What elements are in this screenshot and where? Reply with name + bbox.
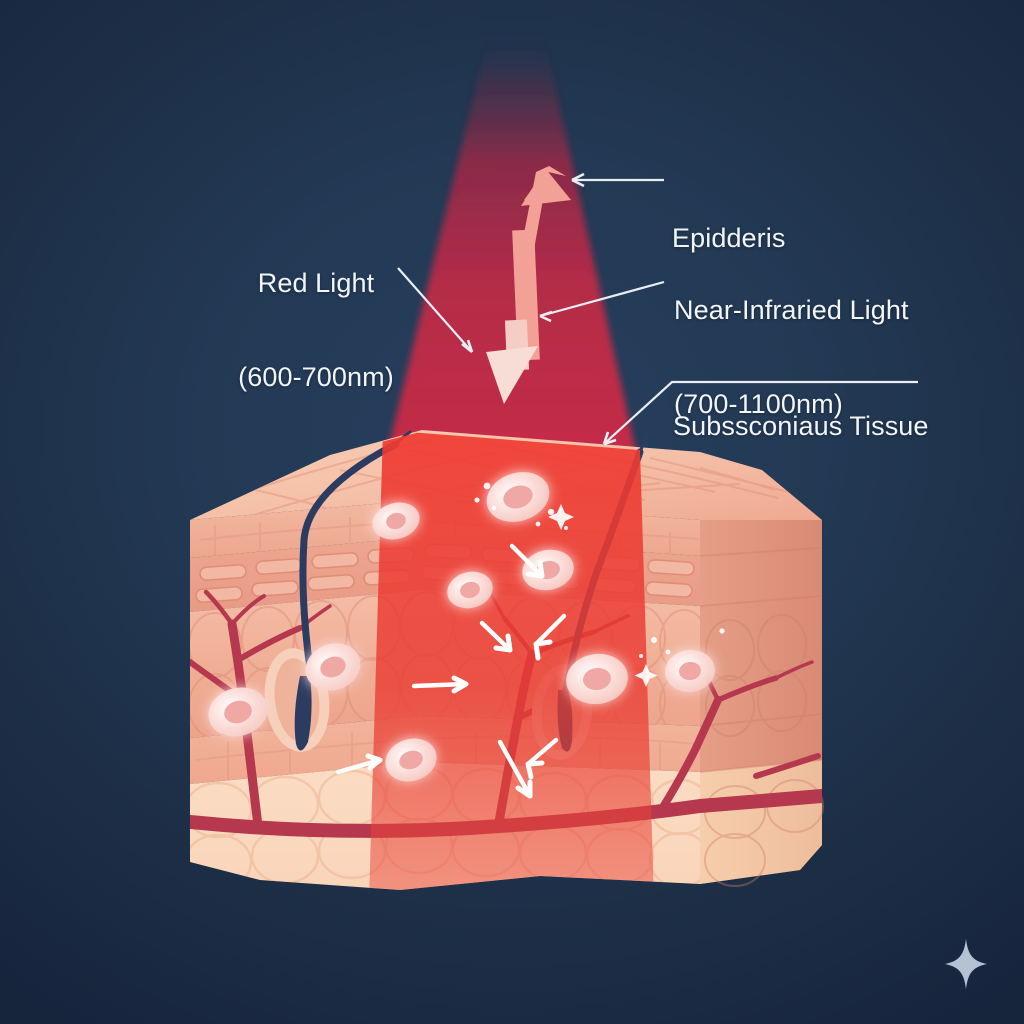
skin-block — [190, 430, 824, 890]
red-blood-cell — [447, 571, 493, 609]
direction-arrow — [411, 675, 469, 694]
label-leader-lines — [397, 172, 918, 446]
direction-arrow — [497, 739, 533, 799]
leader-subcutaneous — [602, 380, 918, 446]
direction-arrow — [533, 613, 567, 661]
leader-epidermis — [571, 172, 664, 188]
hair-tip-right — [638, 430, 650, 454]
red-blood-cell — [305, 643, 361, 691]
photon-direction-arrows — [335, 543, 567, 799]
leader-red-light — [397, 267, 474, 354]
red-blood-cell — [665, 649, 715, 693]
red-blood-cell — [372, 502, 420, 540]
red-blood-cell — [486, 472, 550, 522]
red-blood-cell — [566, 653, 628, 705]
beam-inside-skin — [369, 432, 654, 890]
double-headed-penetration-arrow — [486, 166, 571, 404]
direction-arrow — [509, 543, 545, 579]
direction-arrow — [335, 753, 383, 775]
red-light-beam — [383, 42, 640, 470]
hair-shaft-left — [299, 440, 400, 680]
direction-arrow — [525, 737, 559, 780]
red-blood-cell — [208, 687, 268, 737]
photon-sparkles — [474, 482, 725, 687]
direction-arrow — [479, 620, 513, 653]
skin-right-side-subcut — [700, 760, 822, 884]
leader-near-infrared — [539, 280, 665, 323]
red-blood-cell — [385, 738, 437, 782]
